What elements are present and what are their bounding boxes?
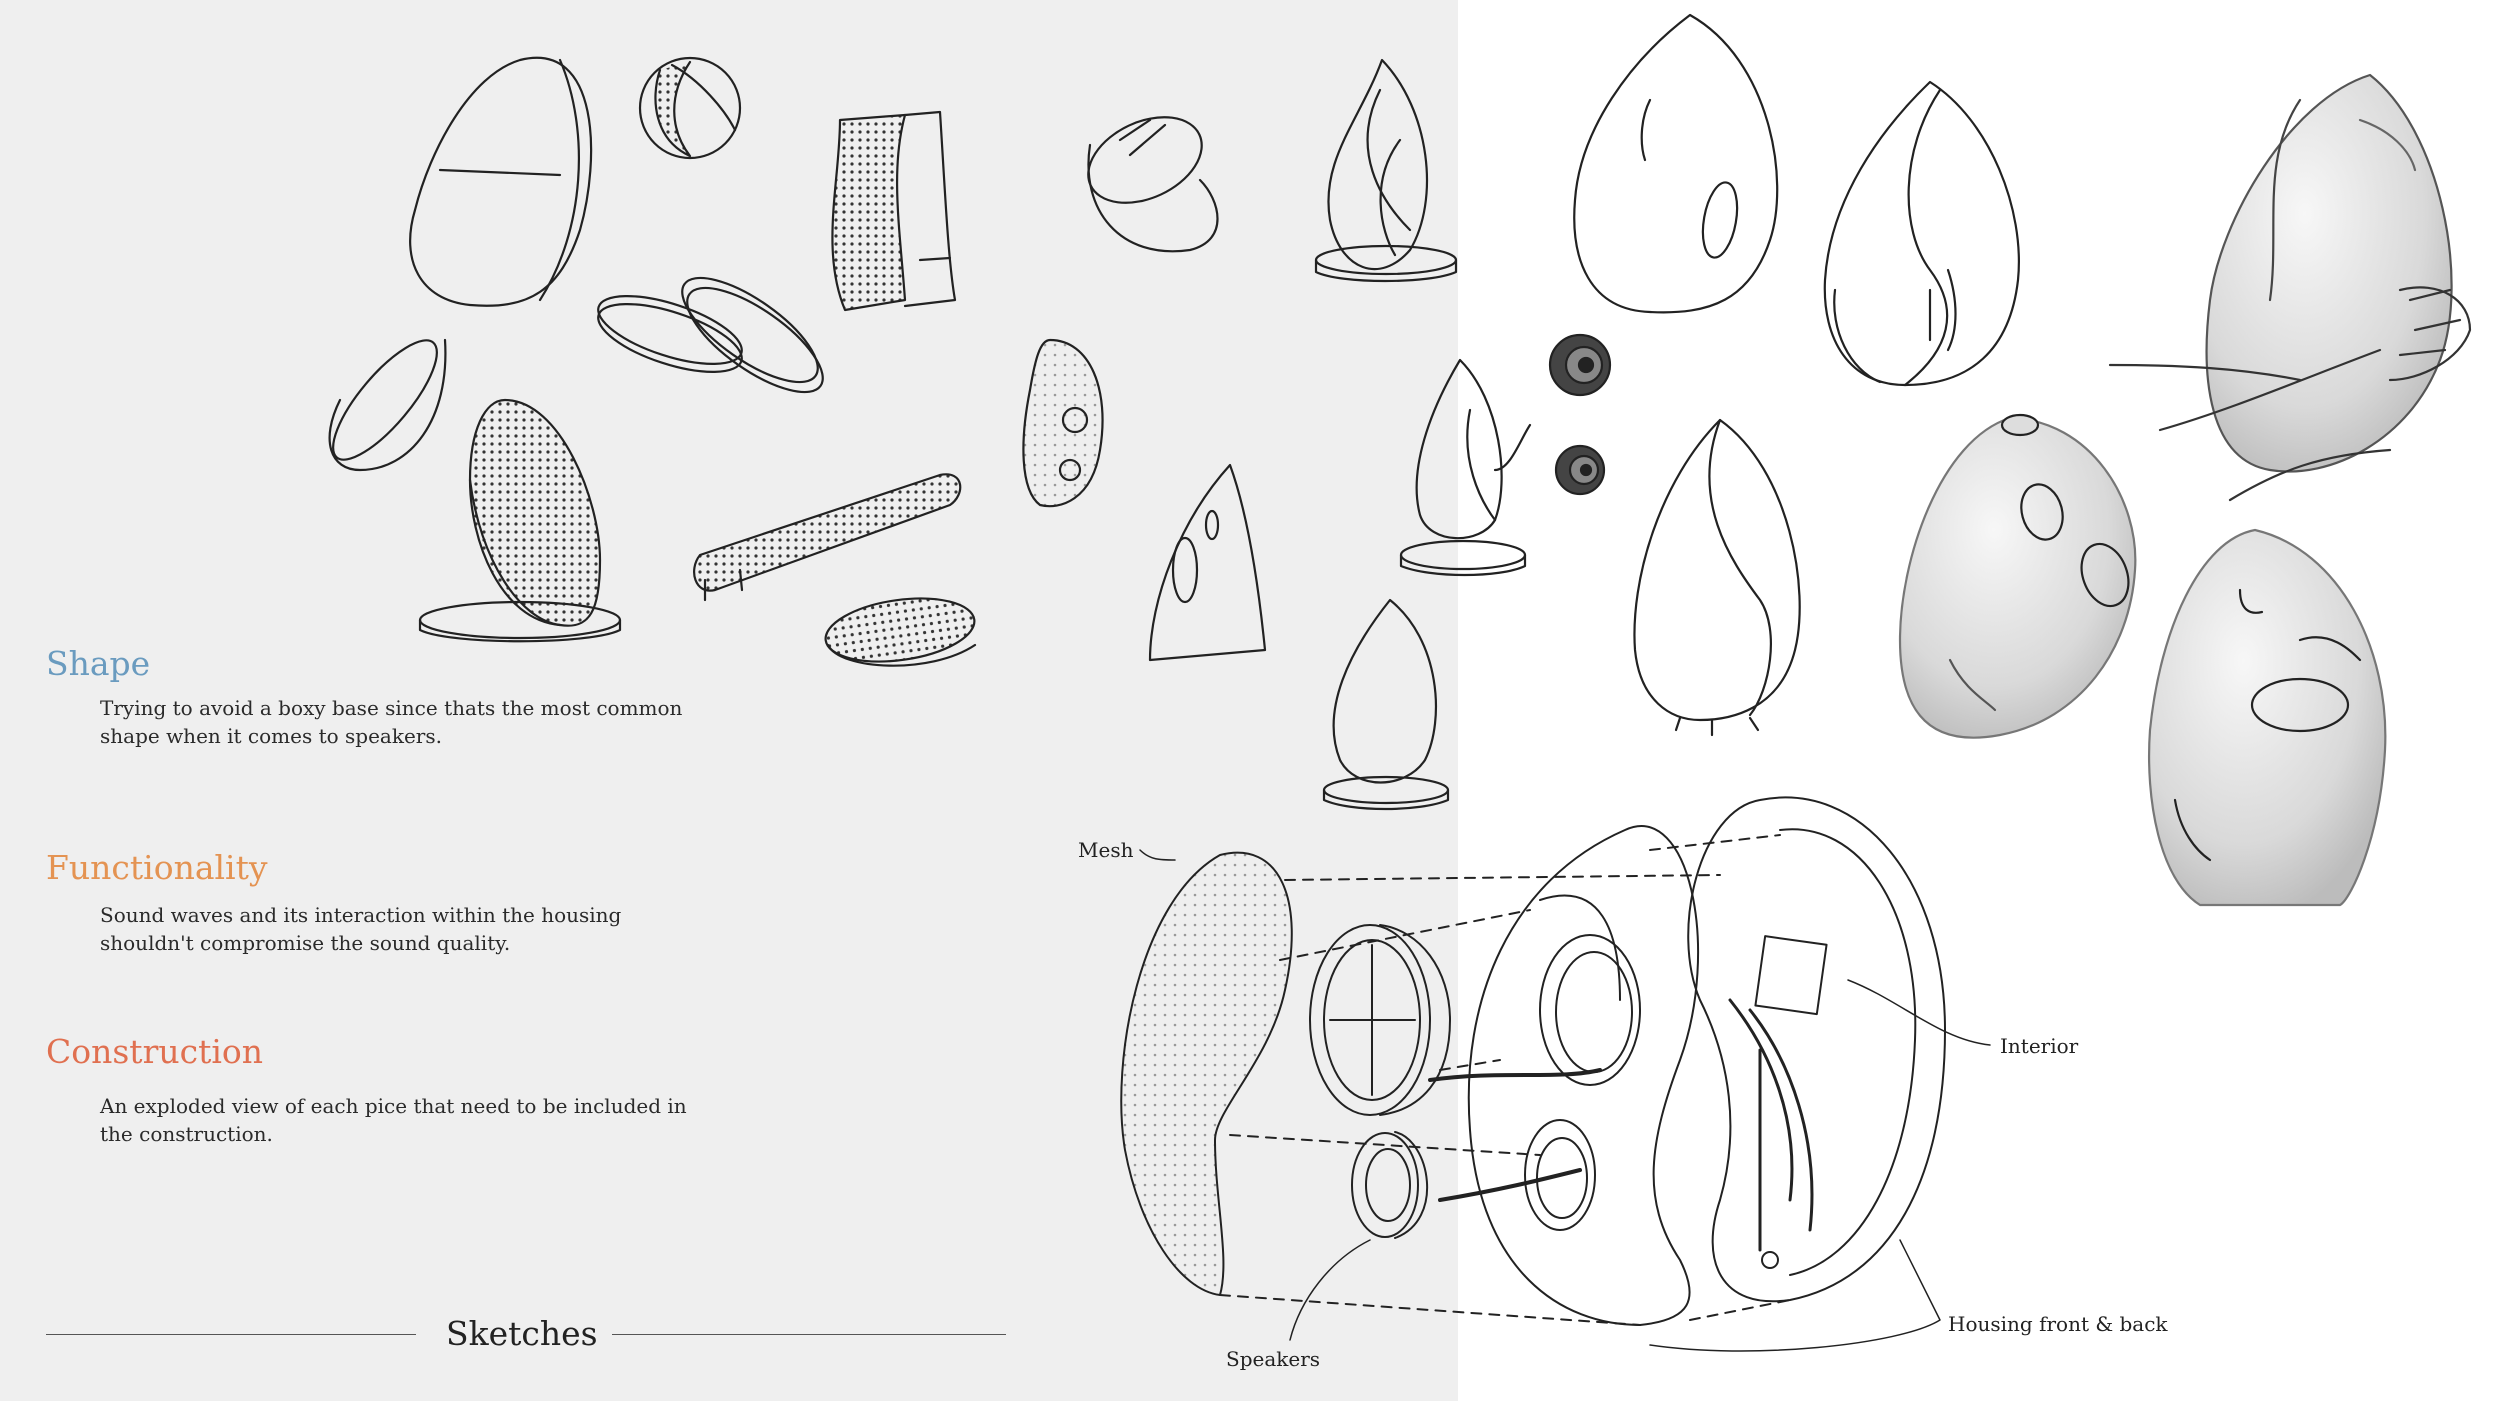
exploded-front-housing (1428, 825, 1700, 1326)
section-body-functionality: Sound waves and its interaction within t… (100, 903, 622, 955)
sketch-shaded-pebble (1898, 413, 2137, 739)
sketch-teardrop-with-holes (1573, 13, 1779, 314)
sketch-shaded-egg-with-hand (2108, 73, 2472, 502)
sketch-shaded-egg-face (2147, 528, 2387, 907)
sketch-tilted-pod (409, 56, 593, 307)
sketch-rings (597, 276, 824, 394)
footer-divider-left (46, 1334, 416, 1335)
section-body-shape: Trying to avoid a boxy base since thats … (100, 696, 683, 748)
sketch-flame-split (1823, 80, 2020, 387)
label-mesh: Mesh (1078, 838, 1134, 862)
footer-divider-right (612, 1334, 1006, 1335)
exploded-view (1120, 796, 1991, 1352)
exploded-back-housing (1687, 796, 1946, 1303)
sketch-small-flame-with-cable (1399, 358, 1532, 577)
exploded-large-speaker (1309, 924, 1451, 1116)
sketch-driver-units (1548, 333, 1612, 496)
sketch-open-cup (328, 338, 447, 472)
sketch-wedge-speaker (1148, 463, 1267, 662)
section-body-construction: An exploded view of each pice that need … (100, 1094, 687, 1146)
sketch-leaf-with-feet (1633, 418, 1801, 737)
sketch-oval-cylinder (1087, 116, 1219, 253)
sketch-mesh-tube (693, 473, 962, 602)
label-housing: Housing front & back (1948, 1312, 2168, 1336)
sketch-flame-on-base (1314, 58, 1458, 283)
exploded-mesh-panel (1120, 851, 1293, 1296)
sketch-mesh-disc (824, 597, 977, 667)
section-heading-functionality: Functionality (46, 848, 268, 887)
section-heading-shape: Shape (46, 644, 151, 683)
sketch-bent-panel (831, 110, 957, 312)
exploded-small-speaker (1351, 1131, 1429, 1239)
sketch-pebble-speaker (1022, 338, 1104, 508)
sketch-teardrop-on-base (1322, 598, 1450, 811)
sketch-sphere (638, 56, 742, 160)
sketch-mesh-egg (418, 398, 622, 643)
label-interior: Interior (2000, 1034, 2079, 1058)
footer-title: Sketches (446, 1314, 598, 1353)
section-heading-construction: Construction (46, 1032, 264, 1071)
label-speakers: Speakers (1226, 1347, 1321, 1371)
